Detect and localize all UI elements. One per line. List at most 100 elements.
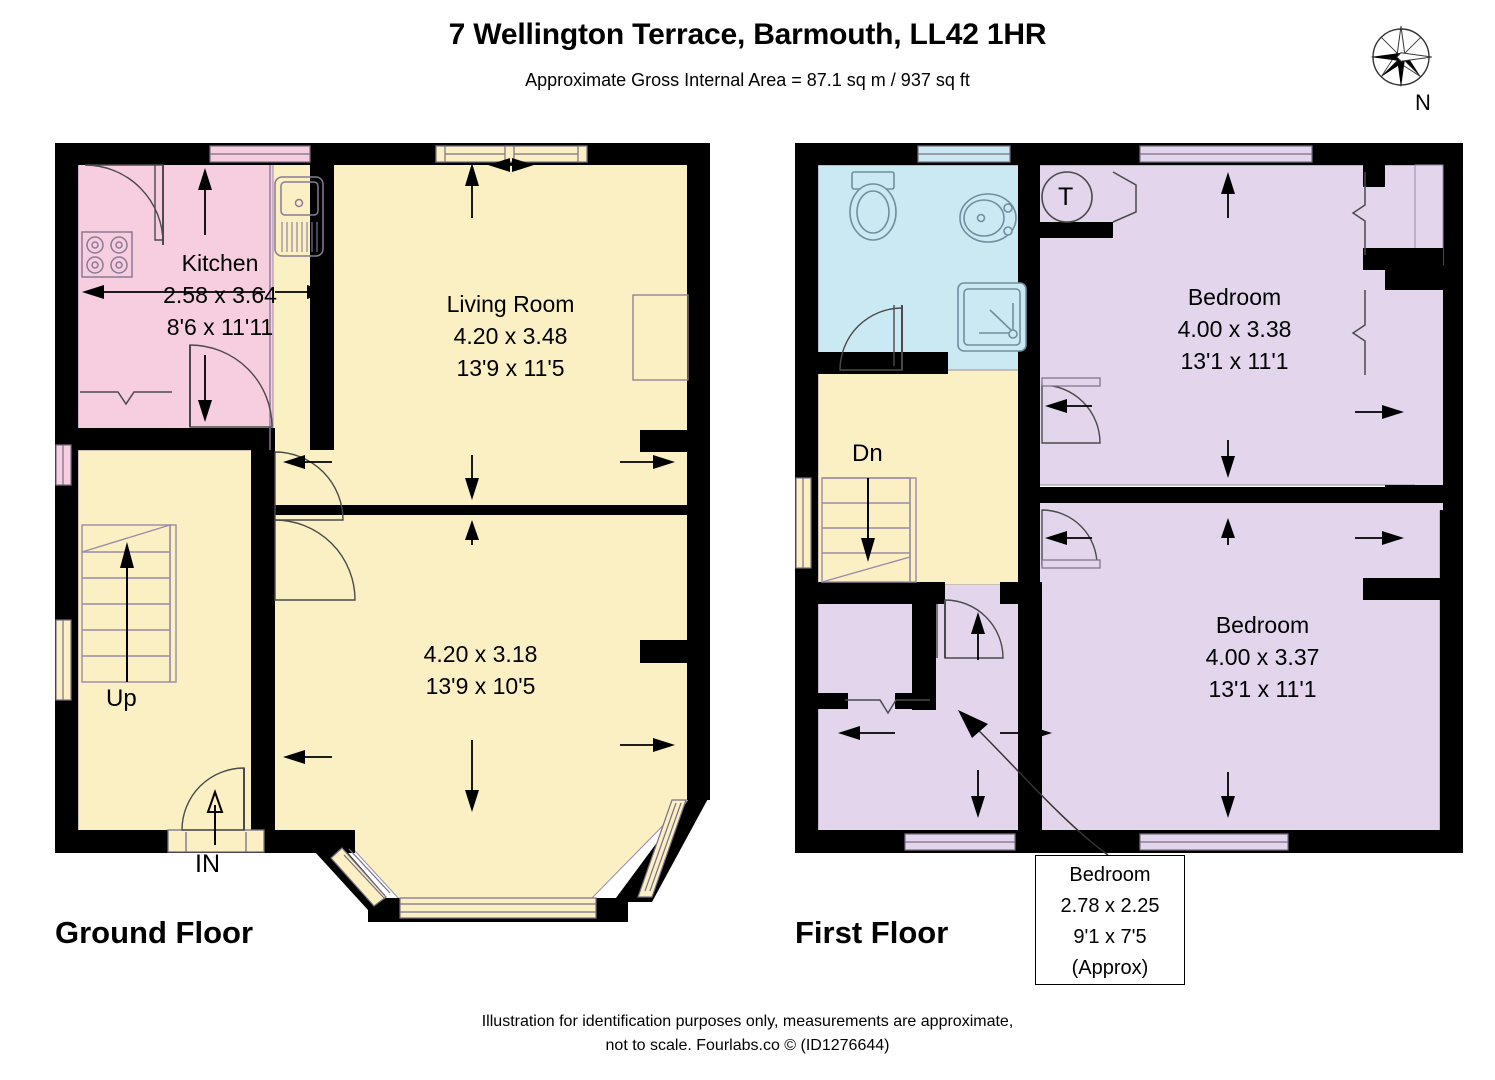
gf-hall-door-swing	[274, 451, 344, 521]
first-floor-plan	[795, 143, 1463, 856]
bedroom-3-imperial: 9'1 x 7'5	[1073, 926, 1147, 948]
ff-callout-leader	[964, 716, 1109, 856]
living-room-name: Living Room	[446, 291, 575, 317]
ff-toilet-icon	[849, 171, 897, 241]
stairs-up-label: Up	[106, 685, 137, 712]
kitchen-metric: 2.58 x 3.64	[163, 282, 277, 308]
gf-stair-window	[55, 619, 72, 701]
ff-bed2-door-leaf	[1041, 559, 1101, 569]
ff-cupboard-2	[1351, 290, 1366, 375]
ff-wall-bed3-inner-b	[818, 693, 848, 709]
ff-bed3-door-swing	[944, 599, 1004, 659]
ff-wall-bottom	[795, 830, 1463, 853]
gf-wall-porch	[178, 428, 274, 450]
ff-niche-blk-3b	[1363, 578, 1385, 600]
gf-wall-left	[55, 143, 78, 853]
ground-floor-plan	[55, 143, 710, 922]
ff-wall-right	[1440, 143, 1463, 853]
ff-bedroom2-fill	[1034, 499, 1441, 836]
living-room-imperial: 13'9 x 11'5	[456, 355, 565, 381]
ff-bed1-window	[1139, 145, 1313, 163]
ff-stair-down-arrow	[861, 478, 875, 562]
compass-rose-icon	[1370, 26, 1432, 88]
ff-cupboard-1	[1351, 172, 1366, 255]
gf-kitchen-window	[209, 145, 311, 163]
ff-dimension-arrows	[838, 172, 1404, 818]
bedroom-2-metric: 4.00 x 3.37	[1205, 644, 1320, 670]
bedroom-1-metric: 4.00 x 3.38	[1177, 316, 1292, 342]
gf-entrance-swing	[181, 767, 245, 831]
dining-room-metric: 4.20 x 3.18	[423, 641, 538, 667]
gf-kitchen-door2-swing	[189, 344, 273, 428]
ff-wall-landing-right2	[1018, 470, 1040, 600]
ff-wall-bed3-inner	[912, 600, 936, 710]
gf-bay-window-glazing	[330, 799, 687, 919]
gf-wall-chimney	[640, 430, 690, 452]
gf-kitchen-door-jamb2	[154, 165, 163, 241]
living-room-label: Living Room 4.20 x 3.48 13'9 x 11'5	[388, 288, 633, 384]
ff-wall-landing-bottom	[795, 582, 945, 604]
ff-niche-right-2	[1415, 290, 1443, 510]
kitchen-imperial: 8'6 x 11'11	[166, 314, 274, 340]
ff-bathroom-window	[917, 145, 1011, 163]
ff-tank-circle	[1041, 171, 1093, 223]
kitchen-sink-icon	[274, 176, 324, 257]
ff-bed3-cupboard	[845, 699, 930, 715]
gf-cupboard-symbol	[80, 391, 172, 406]
ff-staircase	[821, 477, 917, 583]
ff-niche-blk-1	[1363, 248, 1443, 270]
bedroom-2-name: Bedroom	[1215, 612, 1310, 638]
bedroom-3-name: Bedroom	[1069, 864, 1151, 886]
gf-wall-right-lower2	[687, 640, 710, 800]
ff-wall-top	[795, 143, 1450, 165]
gf-wall-living-bottom	[273, 505, 693, 515]
stairs-down-label: Dn	[852, 440, 883, 467]
ff-basin-icon	[959, 193, 1017, 243]
ff-bed1-door-leaf	[1041, 377, 1101, 387]
ff-wall-bed3-right	[1018, 600, 1042, 832]
bedroom-3-note: (Approx)	[1071, 957, 1149, 979]
ff-bed2-window	[1139, 833, 1289, 851]
dining-room-imperial: 13'9 x 10'5	[425, 673, 536, 699]
kitchen-name: Kitchen	[181, 250, 259, 276]
ff-bathroom-door-swing	[839, 307, 903, 371]
living-room-metric: 4.20 x 3.48	[453, 323, 568, 349]
gf-hall-door2-swing	[274, 519, 356, 601]
bedroom-3-metric: 2.78 x 2.25	[1060, 895, 1160, 917]
kitchen-label: Kitchen 2.58 x 3.64 8'6 x 11'11	[140, 247, 300, 343]
ff-tank-cupboard-outline	[1112, 171, 1137, 223]
compass-north-label: N	[1415, 90, 1431, 115]
gf-wall-kitchen-bottom	[78, 428, 178, 450]
living-room-fill	[272, 159, 694, 511]
gf-top-windows	[435, 145, 588, 163]
bedroom-2-label: Bedroom 4.00 x 3.37 13'1 x 11'1	[1150, 609, 1375, 705]
page-subtitle: Approximate Gross Internal Area = 87.1 s…	[525, 70, 970, 90]
gf-wall-hall-right2	[251, 595, 275, 840]
ff-tank-wall	[1035, 222, 1113, 238]
bedroom-1-imperial: 13'1 x 11'1	[1180, 348, 1289, 374]
kitchen-hob-icon	[81, 231, 133, 278]
bedroom-1-label: Bedroom 4.00 x 3.38 13'1 x 11'1	[1122, 281, 1347, 377]
first-floor-label: First Floor	[795, 915, 949, 950]
gf-left-window	[55, 444, 72, 486]
gf-wall-top	[55, 143, 710, 165]
entrance-label: IN	[195, 850, 220, 878]
tank-cupboard-label: T	[1058, 183, 1074, 211]
dining-room-label: 4.20 x 3.18 13'9 x 10'5	[358, 638, 603, 702]
gf-dimension-arrows	[82, 158, 675, 812]
gf-staircase	[81, 524, 177, 683]
footer-line-2: not to scale. Fourlabs.co © (ID1276644)	[605, 1037, 890, 1054]
gf-bay-corner-r	[596, 898, 628, 922]
bedroom-2-imperial: 13'1 x 11'1	[1208, 676, 1317, 702]
ff-wall-bed3-inner-c	[895, 693, 925, 709]
ff-niche-blk-1b	[1363, 165, 1385, 187]
ff-wall-landing-right	[1018, 370, 1040, 500]
ff-wall-landing-bottom2	[1000, 582, 1042, 604]
ff-shower-icon	[957, 282, 1027, 352]
page-title: 7 Wellington Terrace, Barmouth, LL42 1HR	[448, 18, 1047, 51]
ff-wall-bathroom-bottom	[818, 352, 948, 374]
gf-entrance-arrow	[206, 788, 224, 845]
footer-disclaimer: Illustration for identification purposes…	[0, 1010, 1495, 1058]
bedroom-1-name: Bedroom	[1187, 284, 1282, 310]
ground-floor-label: Ground Floor	[55, 915, 254, 950]
